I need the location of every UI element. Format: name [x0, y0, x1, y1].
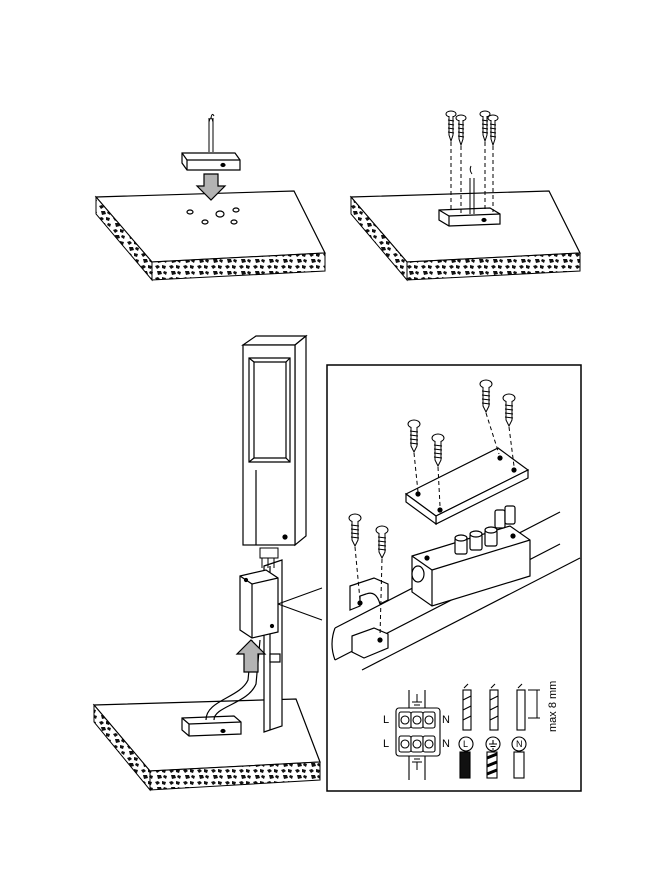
step1-base-plate — [181, 152, 241, 171]
strip-length-label: max 8 mm — [547, 681, 559, 732]
wire-label-n: N — [516, 739, 523, 749]
connector-wires — [259, 547, 279, 568]
step3-cable — [205, 639, 261, 721]
step2-base-plate — [438, 207, 501, 227]
detail-box-lid — [404, 447, 530, 526]
zoom-callout — [277, 587, 323, 621]
arrow-down-icon — [195, 173, 227, 201]
detail-terminal-box — [411, 505, 531, 607]
terminal-label-n-bottom: N — [442, 738, 450, 750]
screw-icon — [445, 110, 499, 214]
detail-screws — [348, 379, 516, 637]
ground-symbol-icon — [412, 694, 422, 770]
wire-ground — [485, 683, 501, 779]
terminal-label-n-top: N — [442, 714, 450, 726]
arrow-up-icon — [235, 639, 267, 673]
wire-live — [458, 683, 474, 779]
wire-neutral — [511, 683, 527, 779]
bollard-post — [241, 334, 308, 547]
terminal-block — [395, 690, 441, 780]
step3-slab — [92, 698, 321, 792]
step2-cable — [469, 165, 475, 214]
step2-slab — [349, 190, 581, 282]
cable-icon — [208, 113, 215, 152]
step1-drill-holes — [186, 207, 240, 225]
wire-label-l: L — [463, 739, 468, 749]
strip-dimension — [528, 689, 540, 719]
terminal-label-l-top: L — [383, 714, 389, 726]
terminal-label-l-bottom: L — [383, 738, 389, 750]
detail-clamp — [349, 577, 389, 659]
step3-base-plate — [181, 715, 242, 737]
step1-slab — [94, 190, 326, 282]
junction-box — [239, 569, 281, 663]
